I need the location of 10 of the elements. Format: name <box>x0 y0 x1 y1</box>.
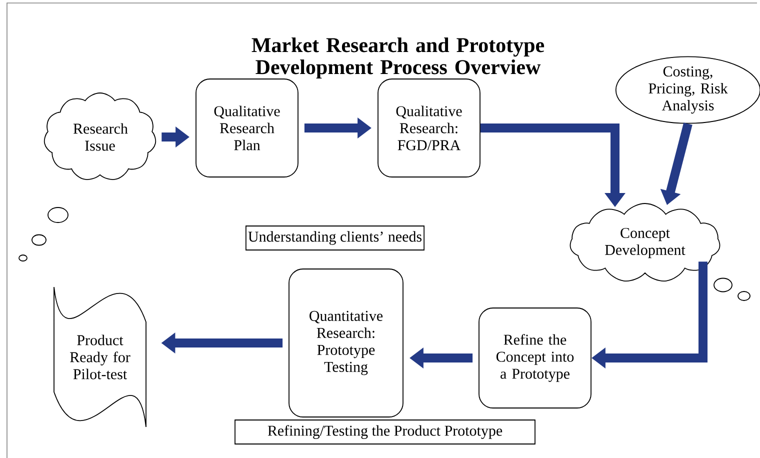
thought-cloud: Concept Development <box>570 203 750 301</box>
process-box: Qualitative Research Plan <box>196 78 298 178</box>
phase-label-box: Understanding clients’ needs <box>246 226 425 250</box>
thought-cloud: Research Issue <box>18 92 156 262</box>
phase-label-box: Refining/Testing the Product Prototype <box>234 420 536 444</box>
process-box: Qualitative Research: FGD/PRA <box>378 78 480 178</box>
output-banner: Product Ready for Pilot-test <box>54 286 146 428</box>
title: Market Research and Prototype Development Process Overview <box>252 37 544 79</box>
process-box: Quantitative Research: Prototype Testing <box>288 268 404 418</box>
process-box: Refine the Concept into a Prototype <box>478 308 592 408</box>
